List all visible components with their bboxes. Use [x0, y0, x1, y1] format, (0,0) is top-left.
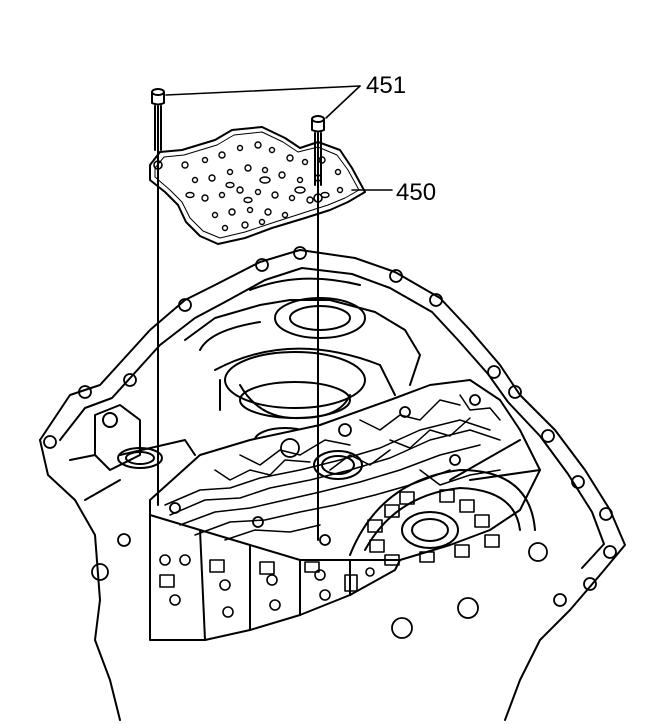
spacer-plate: [149, 126, 366, 245]
valve-body: [149, 379, 541, 641]
callout-451-dowel-pins: 451: [366, 72, 407, 99]
case-left-detail: [69, 404, 196, 501]
case-bolt-holes: [43, 246, 617, 639]
leader-lines: [165, 85, 393, 191]
callout-450-spacer-plate: 450: [396, 179, 437, 206]
fluid-channels: [164, 394, 501, 541]
valve-bores: [159, 554, 375, 618]
dowel-pins: [151, 88, 325, 541]
valve-body-bolts: [169, 394, 481, 546]
spacer-plate-orifices: [181, 141, 344, 232]
support-ribs: [349, 439, 541, 566]
